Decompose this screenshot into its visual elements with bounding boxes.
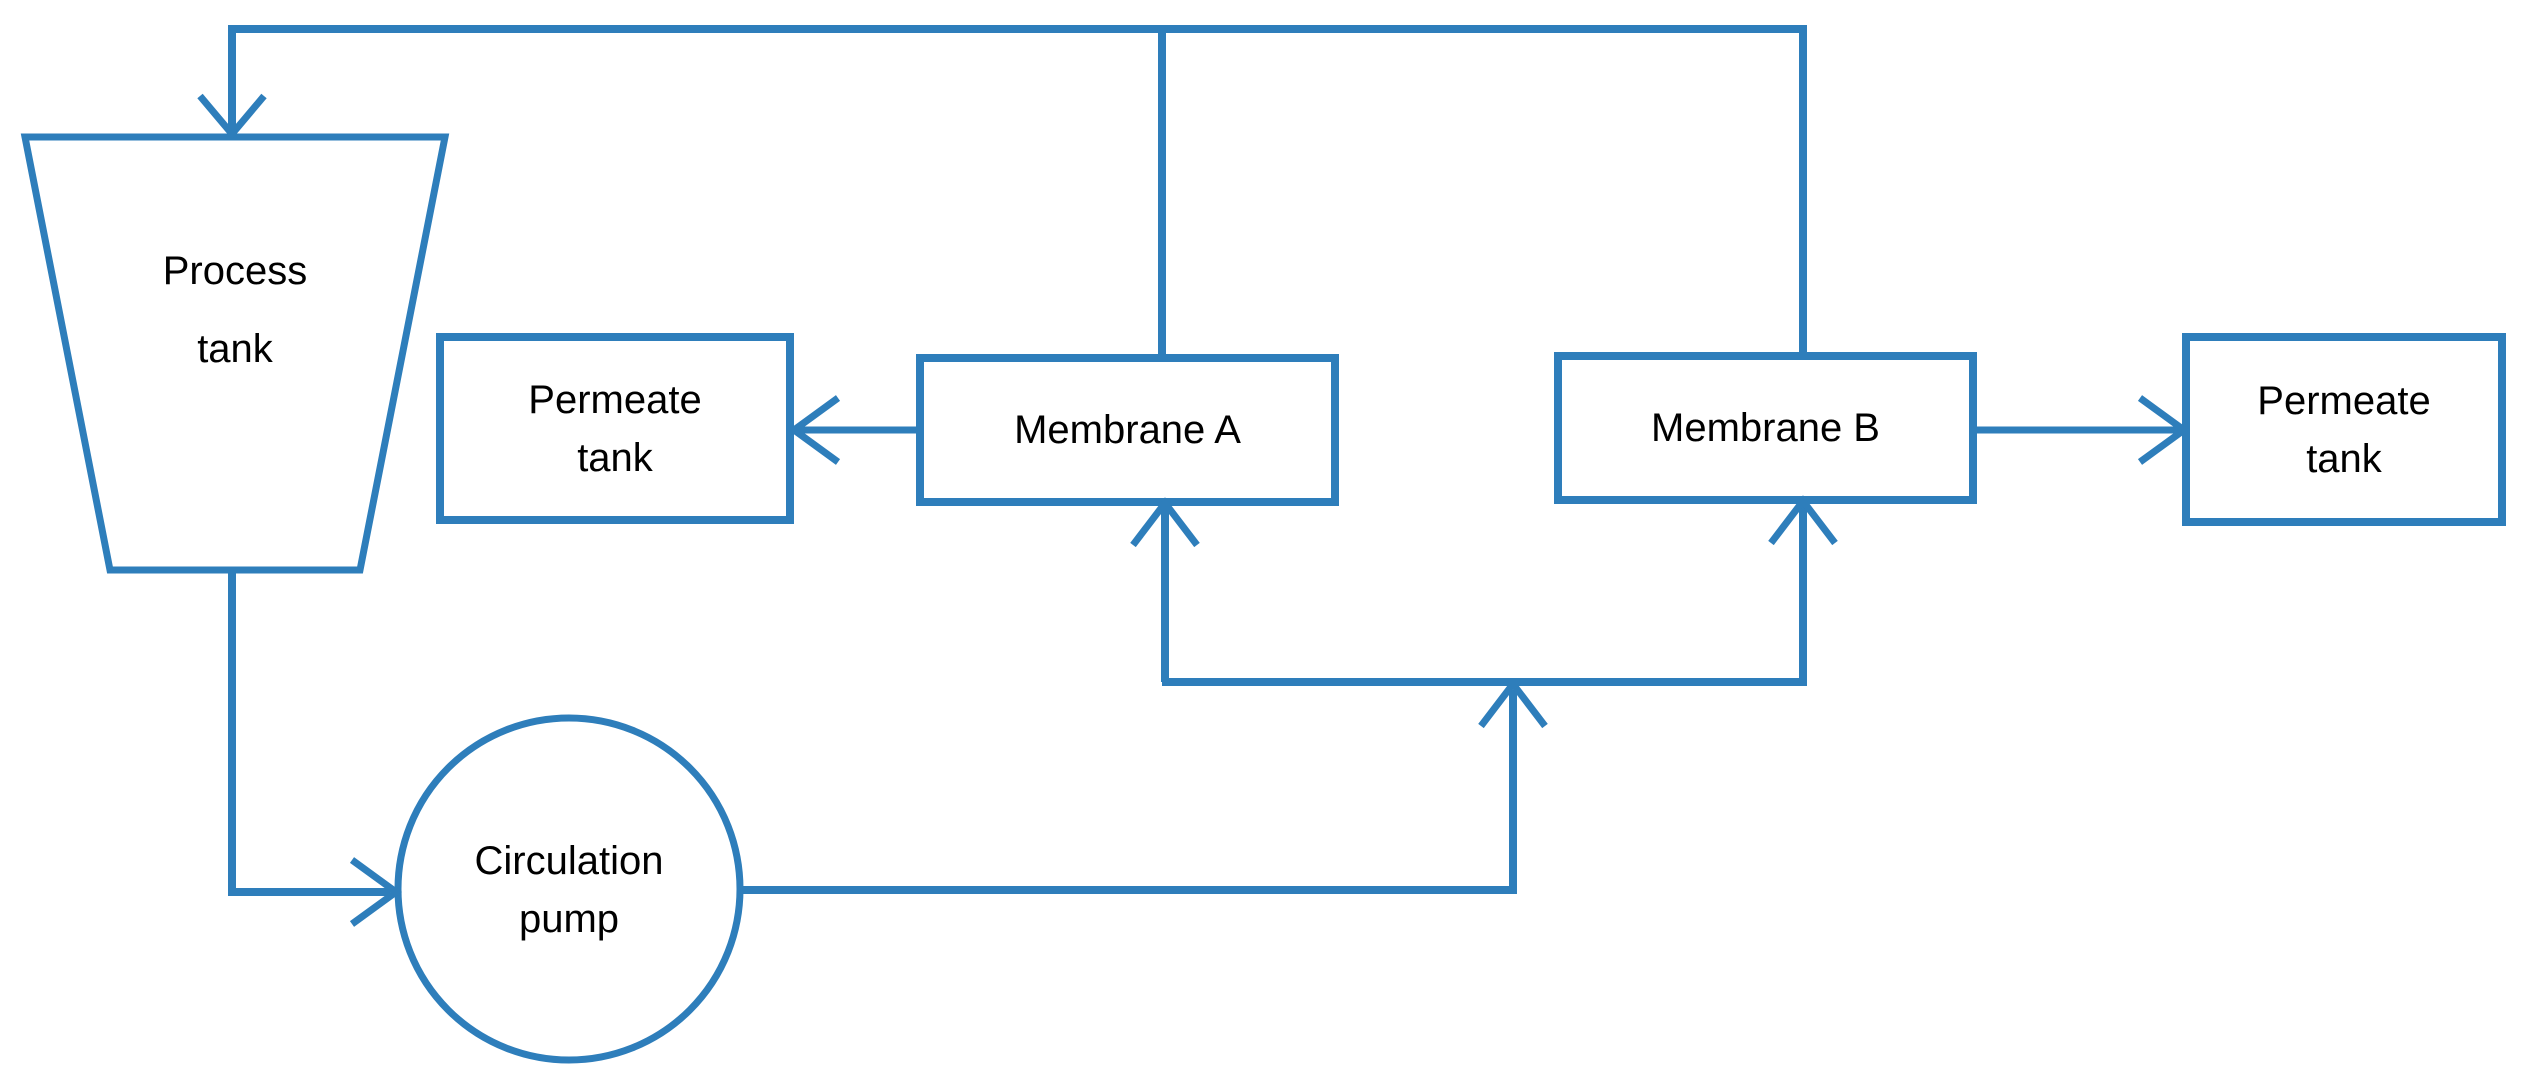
permeate-tank-left-shape[interactable]	[436, 333, 794, 524]
membrane-b-retentate-line	[1166, 25, 1807, 356]
membrane-b-permeate-line	[1973, 395, 2190, 465]
process-tank-shape[interactable]	[20, 133, 450, 574]
header-to-membrane-a-line	[1130, 497, 1200, 682]
header-to-membrane-b-line	[1768, 495, 1838, 682]
tank-to-pump-line	[228, 570, 402, 927]
pump-to-header-line	[740, 678, 1548, 894]
membrane-a-permeate-line	[788, 395, 918, 465]
membrane-b-shape[interactable]	[1554, 352, 1977, 504]
circulation-pump-shape[interactable]	[394, 714, 744, 1064]
membrane-a-shape[interactable]	[916, 354, 1339, 506]
retentate-return-line	[197, 25, 1166, 358]
permeate-tank-right-shape[interactable]	[2182, 333, 2506, 526]
